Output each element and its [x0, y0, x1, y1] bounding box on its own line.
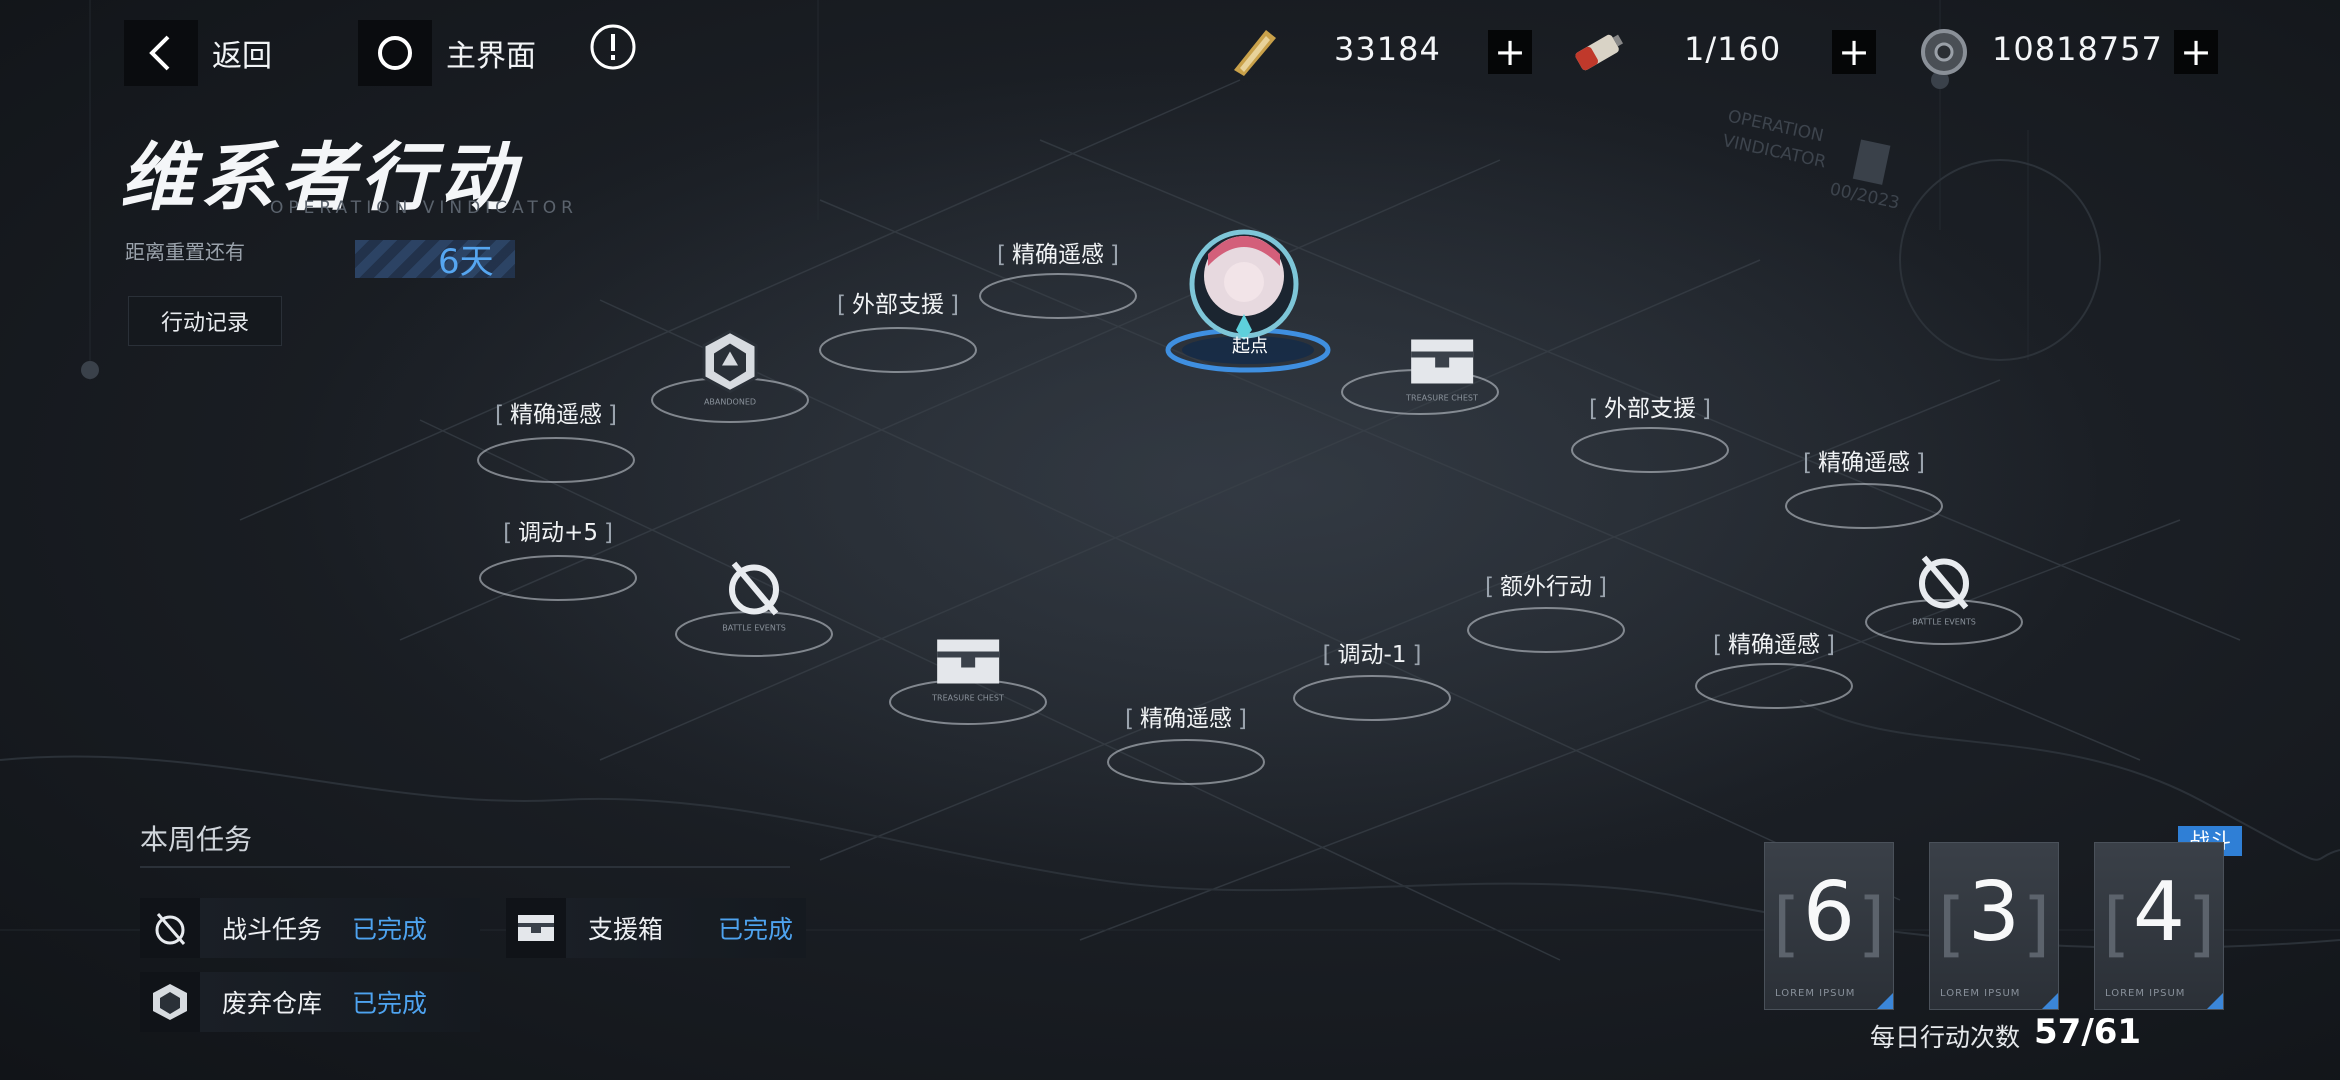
counter-card-3: [] 4 LOREM IPSUM — [2094, 842, 2224, 1010]
battle-icon — [729, 561, 779, 616]
task-support-box[interactable]: 支援箱 已完成 — [506, 898, 806, 958]
resource-ticket — [1226, 26, 1282, 78]
add-ticket-button[interactable]: + — [1488, 30, 1532, 74]
back-label: 返回 — [212, 39, 272, 74]
start-node[interactable] — [1180, 218, 1320, 378]
map-node-treasure-chest-1[interactable]: TREASURE CHEST — [932, 634, 1004, 703]
map-node-remote-sensing-4[interactable]: 精确遥感 — [1119, 699, 1253, 733]
daily-actions-label: 每日行动次数 — [1870, 1023, 2021, 1052]
icon-caption: TREASURE CHEST — [932, 693, 1004, 703]
map-node-remote-sensing-3[interactable]: 精确遥感 — [1797, 443, 1931, 477]
map-node-dispatch-minus1[interactable]: 调动-1 — [1317, 635, 1428, 669]
reset-label: 距离重置还有 — [125, 240, 245, 264]
node-label: 精确遥感 — [1119, 706, 1253, 732]
map-node-battle-event-2[interactable]: BATTLE EVENTS — [1912, 550, 1976, 627]
map-node-treasure-chest-2[interactable]: TREASURE CHEST — [1406, 334, 1478, 403]
info-button[interactable] — [588, 22, 638, 72]
card-caption: LOREM IPSUM — [1775, 988, 1856, 999]
map-node-external-support-1[interactable]: 外部支援 — [831, 285, 965, 319]
counter-card-1: [] 6 LOREM IPSUM — [1764, 842, 1894, 1010]
tire-icon — [1921, 29, 1967, 75]
counter-digit: 6 — [1802, 865, 1856, 960]
node-label: 外部支援 — [1583, 396, 1717, 422]
ticket-count: 33184 — [1334, 30, 1441, 68]
node-label: 额外行动 — [1479, 574, 1613, 600]
start-label: 起点 — [1232, 336, 1268, 357]
add-tire-button[interactable]: + — [2174, 30, 2218, 74]
chest-icon — [1411, 339, 1473, 384]
card-caption: LOREM IPSUM — [2105, 988, 2186, 999]
icon-caption: BATTLE EVENTS — [722, 623, 786, 633]
node-label: 精确遥感 — [991, 242, 1125, 268]
node-label: 精确遥感 — [489, 402, 623, 428]
icon-caption: BATTLE EVENTS — [1912, 617, 1976, 627]
daily-actions-value: 57/61 — [2034, 1012, 2142, 1052]
icon-caption: ABANDONED — [703, 397, 757, 407]
counter-card-2: [] 3 LOREM IPSUM — [1929, 842, 2059, 1010]
task-name: 废弃仓库 — [222, 989, 323, 1018]
node-label: 外部支援 — [831, 292, 965, 318]
task-status: 已完成 — [718, 915, 794, 944]
task-abandoned-warehouse[interactable]: 废弃仓库 已完成 — [140, 972, 480, 1032]
map-node-extra-action[interactable]: 额外行动 — [1479, 567, 1613, 601]
battery-icon — [1575, 34, 1624, 71]
map-node-remote-sensing-1[interactable]: 精确遥感 — [991, 235, 1125, 269]
home-label: 主界面 — [446, 39, 536, 74]
battle-icon — [140, 898, 200, 958]
task-name: 支援箱 — [588, 915, 664, 944]
map-node-remote-sensing-2[interactable]: 精确遥感 — [489, 395, 623, 429]
add-battery-button[interactable]: + — [1832, 30, 1876, 74]
reset-bar — [355, 240, 515, 278]
home-circle-icon — [358, 20, 432, 86]
task-battle[interactable]: 战斗任务 已完成 — [140, 898, 480, 958]
counter-digit: 3 — [1967, 865, 2021, 960]
map-node-dispatch-plus5[interactable]: 调动+5 — [497, 513, 619, 547]
ticket-icon — [1234, 30, 1276, 76]
battle-icon — [1919, 555, 1969, 610]
tire-count: 10818757 — [1992, 30, 2163, 68]
node-label: 精确遥感 — [1797, 450, 1931, 476]
weekly-tasks-title: 本周任务 — [140, 823, 253, 856]
map-node-external-support-2[interactable]: 外部支援 — [1583, 389, 1717, 423]
warehouse-icon — [702, 329, 758, 394]
card-caption: LOREM IPSUM — [1940, 988, 2021, 999]
map-node-remote-sensing-5[interactable]: 精确遥感 — [1707, 625, 1841, 659]
warehouse-icon — [140, 972, 200, 1032]
resource-tire — [1918, 26, 1970, 78]
node-label: 精确遥感 — [1707, 632, 1841, 658]
back-button[interactable]: 返回 — [124, 20, 272, 86]
task-name: 战斗任务 — [222, 915, 323, 944]
exclamation-icon — [590, 24, 636, 70]
action-log-button[interactable]: 行动记录 — [128, 296, 282, 346]
home-button[interactable]: 主界面 — [358, 20, 536, 86]
task-status: 已完成 — [352, 989, 428, 1018]
chevron-left-icon — [124, 20, 198, 86]
event-subtitle: OPERATION VINDICATOR — [270, 198, 578, 218]
commander-avatar — [1189, 229, 1299, 340]
event-title: 维系者行动 — [120, 135, 520, 221]
chest-icon — [506, 898, 566, 958]
node-label: 调动+5 — [497, 520, 619, 546]
reset-value: 6天 — [438, 242, 494, 282]
divider — [140, 866, 790, 868]
counter-digit: 4 — [2132, 865, 2186, 960]
battery-count: 1/160 — [1684, 30, 1782, 68]
task-status: 已完成 — [352, 915, 428, 944]
map-node-battle-event-1[interactable]: BATTLE EVENTS — [722, 556, 786, 633]
resource-battery — [1568, 26, 1628, 78]
map-node-abandoned-warehouse[interactable]: ABANDONED — [700, 329, 760, 407]
icon-caption: TREASURE CHEST — [1406, 393, 1478, 403]
node-label: 调动-1 — [1317, 642, 1428, 668]
chest-icon — [937, 639, 999, 684]
